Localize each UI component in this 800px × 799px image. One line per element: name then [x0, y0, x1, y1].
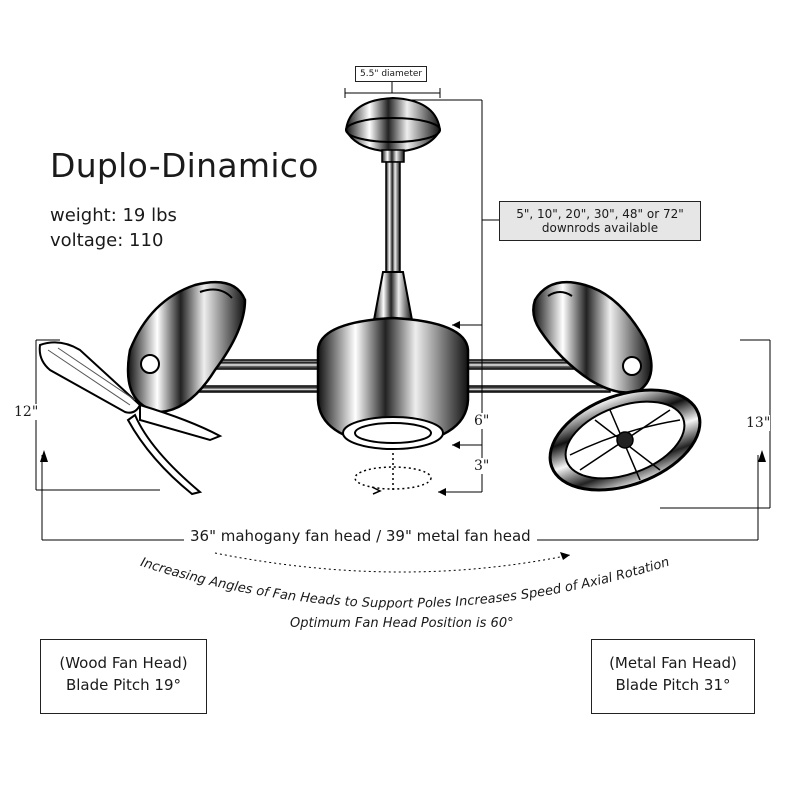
canopy-diameter-dimension [344, 80, 441, 98]
motor-height-label: 6" [474, 413, 490, 429]
metal-pitch-value: Blade Pitch 31° [615, 676, 731, 694]
metal-head-height-label: 13" [746, 415, 771, 431]
canopy [344, 96, 442, 163]
motor-housing [316, 316, 470, 450]
rotation-indicator [354, 448, 432, 495]
wood-fan-head [38, 280, 247, 496]
wood-pitch-value: Blade Pitch 19° [65, 676, 182, 694]
optimum-position-note: Optimum Fan Head Position is 60° [290, 616, 514, 631]
wood-pitch-title: (Wood Fan Head) [59, 654, 188, 672]
light-height-label: 3" [474, 458, 490, 474]
downrods-lengths: 5", 10", 20", 30", 48" or 72" [516, 207, 684, 221]
metal-pitch-title: (Metal Fan Head) [609, 654, 737, 672]
wood-head-height-label: 12" [14, 404, 39, 420]
wood-pitch-box: (Wood Fan Head) Blade Pitch 19° [40, 639, 207, 714]
metal-fan-head [532, 280, 702, 492]
downrod-length-dimension [410, 99, 499, 329]
weight-spec: weight: 19 lbs [50, 205, 177, 226]
span-label: 36" mahogany fan head / 39" metal fan he… [184, 527, 537, 545]
downrod [372, 161, 414, 326]
voltage-spec: voltage: 110 [50, 230, 164, 251]
downrods-available-label: 5", 10", 20", 30", 48" or 72" downrods a… [499, 201, 701, 241]
rotation-arc [214, 552, 571, 573]
product-title: Duplo-Dinamico [50, 146, 319, 185]
rotation-note: Increasing Angles of Fan Heads to Suppor… [139, 555, 672, 612]
downrods-available: downrods available [541, 221, 659, 235]
canopy-diameter-label: 5.5" diameter [355, 66, 428, 82]
metal-pitch-box: (Metal Fan Head) Blade Pitch 31° [591, 639, 755, 714]
